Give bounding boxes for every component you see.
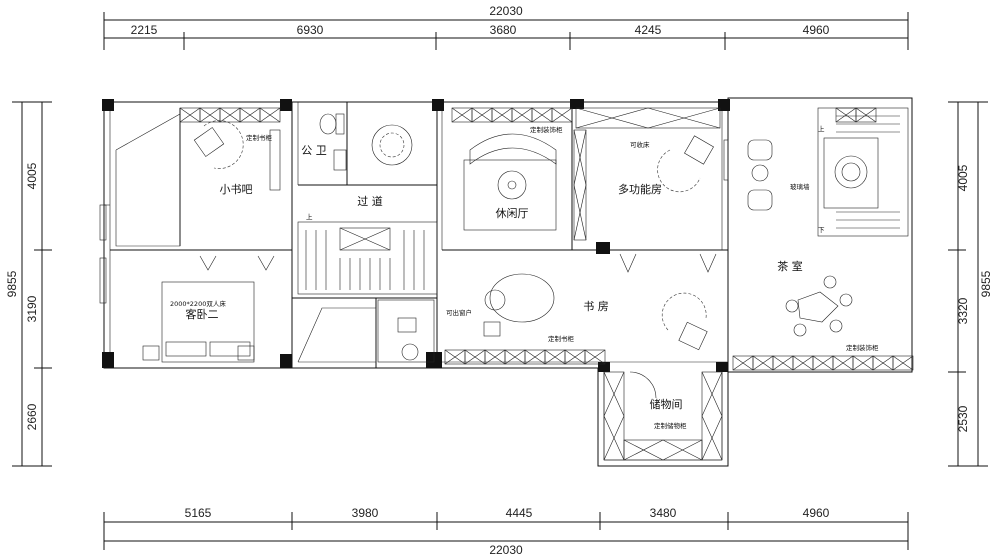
tea-stair-up-label: 上 [818, 124, 825, 133]
bottom-segment-5: 4960 [803, 506, 830, 520]
left-segment-3: 2660 [25, 403, 39, 430]
structural-columns [102, 99, 730, 372]
note-storage-cab: 定制储物柜 [654, 421, 687, 430]
bottom-segment-3: 4445 [506, 506, 533, 520]
stair-up-label: 上 [306, 212, 313, 221]
top-dimension-lines [103, 12, 909, 50]
note-glass-wall: 玻璃墙 [790, 182, 810, 191]
left-segment-2: 3190 [25, 295, 39, 322]
note-deco-cab-top: 定制装饰柜 [530, 125, 563, 134]
room-multi: 多功能房 [618, 182, 662, 196]
top-segment-5: 4960 [803, 23, 830, 37]
note-bed-size: 2000*2200双人床 [170, 299, 226, 308]
right-segment-3: 2530 [956, 405, 970, 432]
room-tea: 茶 室 [777, 259, 803, 273]
room-guest-bed2: 客卧二 [186, 307, 219, 321]
right-segment-2: 3320 [956, 297, 970, 324]
bottom-segment-4: 3480 [650, 506, 677, 520]
top-segment-4: 4245 [635, 23, 662, 37]
left-segment-1: 4005 [25, 162, 39, 189]
room-study-bar: 小书吧 [220, 183, 253, 196]
note-bookcase-bottom: 定制书柜 [548, 334, 575, 343]
note-deco-cab-bottom: 定制装饰柜 [846, 343, 879, 352]
room-study: 书 房 [583, 300, 609, 313]
room-storage: 储物间 [650, 397, 683, 411]
room-corridor: 过 道 [357, 194, 383, 208]
top-segment-3: 3680 [490, 23, 517, 37]
top-total-dimension: 22030 [489, 4, 523, 18]
room-public-bath: 公 卫 [301, 144, 327, 157]
bottom-segment-1: 5165 [185, 506, 212, 520]
room-lounge: 休闲厅 [496, 206, 529, 220]
left-dimension-lines [12, 101, 52, 467]
note-foldbed: 可收床 [630, 140, 650, 149]
right-dimension-lines [948, 101, 988, 467]
bottom-segment-2: 3980 [352, 506, 379, 520]
top-segment-1: 2215 [131, 23, 158, 37]
tea-room-staircase [817, 107, 909, 237]
note-window: 可出窗户 [446, 308, 472, 317]
interior-walls [110, 102, 729, 461]
right-total-dimension: 9855 [979, 270, 993, 297]
central-staircase [297, 221, 438, 295]
bottom-total-dimension: 22030 [489, 543, 523, 556]
bottom-dimension-lines [103, 512, 909, 550]
right-segment-1: 4005 [956, 164, 970, 191]
note-bookcase-top: 定制书柜 [246, 133, 273, 142]
tea-stair-down-label: 下 [818, 226, 825, 234]
left-total-dimension: 9855 [5, 270, 19, 297]
custom-cabinets [179, 107, 914, 461]
top-segment-2: 6930 [297, 23, 324, 37]
furniture-sketch [115, 113, 853, 399]
